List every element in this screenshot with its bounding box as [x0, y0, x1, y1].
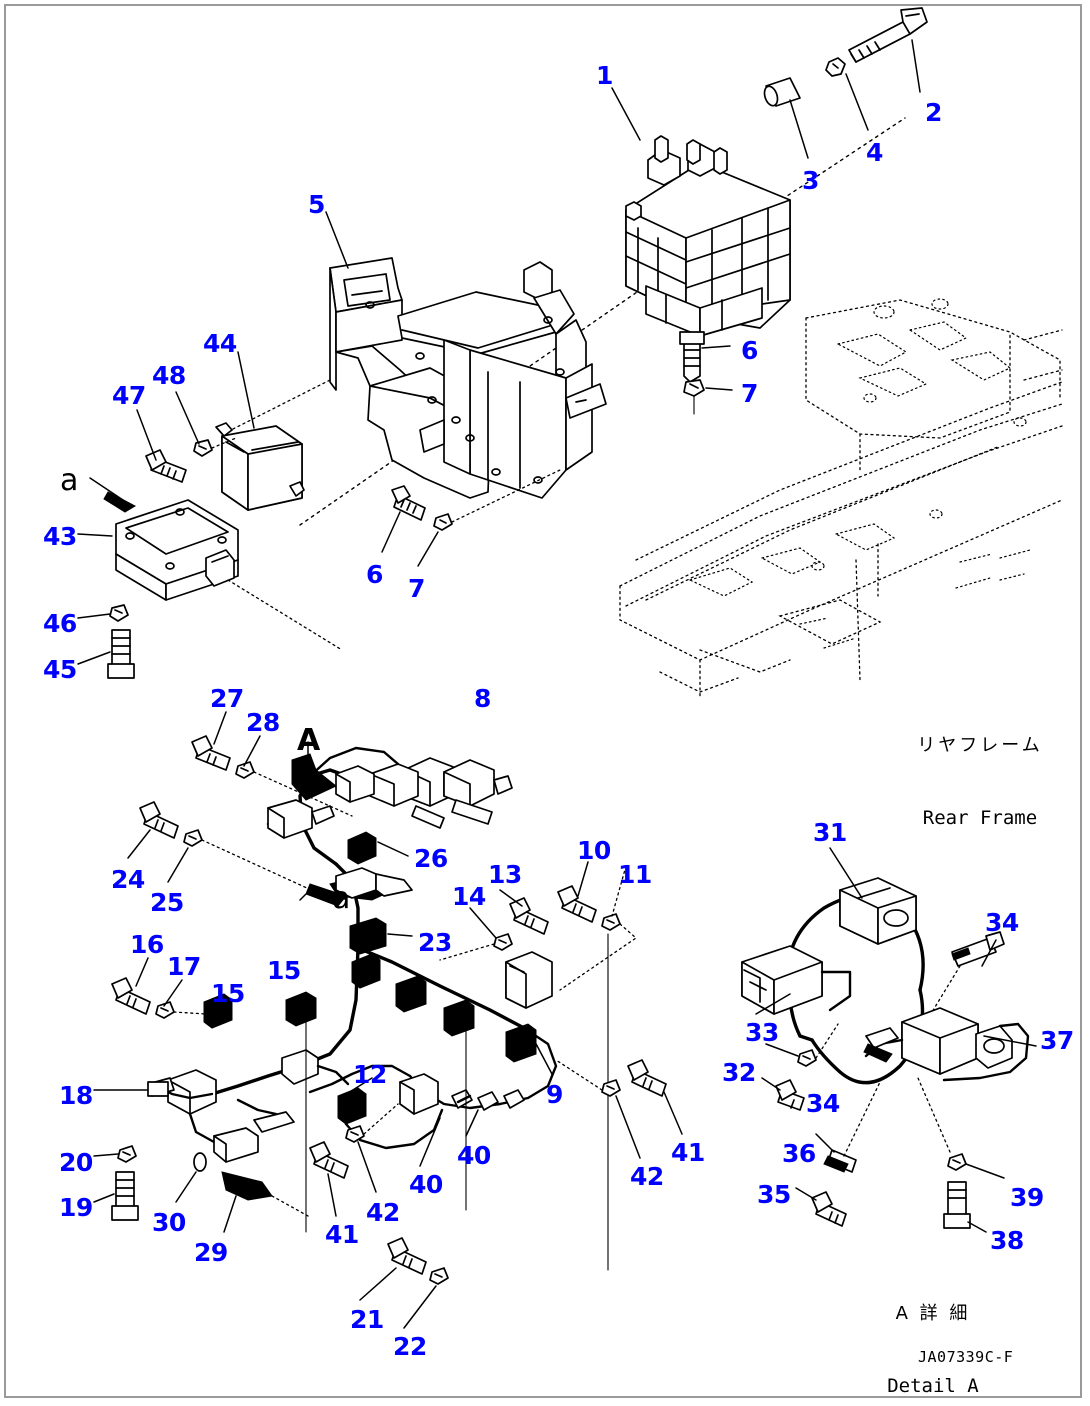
callout-42a: 42 — [366, 1198, 400, 1227]
callout-15b: 15 — [211, 979, 245, 1008]
callout-22: 22 — [393, 1332, 427, 1361]
drawing-number: JA07339C-F — [918, 1348, 1014, 1366]
fastener-30-group — [175, 1152, 207, 1203]
callout-41b: 41 — [671, 1138, 705, 1167]
fastener-18-group — [93, 1081, 169, 1097]
callout-34b: 34 — [806, 1089, 840, 1118]
valve-body-1 — [625, 135, 791, 337]
fastener-16-17 — [111, 957, 207, 1019]
callout-40b: 40 — [457, 1141, 491, 1170]
callout-15a: 15 — [267, 956, 301, 985]
washer-46-group — [77, 604, 129, 622]
callout-26: 26 — [414, 844, 448, 873]
callout-6a: 6 — [741, 336, 758, 365]
fastener-24-25 — [127, 801, 321, 895]
callout-5: 5 — [308, 190, 325, 219]
callout-45: 45 — [43, 655, 77, 684]
callout-30: 30 — [152, 1208, 186, 1237]
callout-7b: 7 — [408, 574, 425, 603]
callout-7a: 7 — [741, 379, 758, 408]
callout-10: 10 — [577, 836, 611, 865]
callout-28: 28 — [246, 708, 280, 737]
callout-6b: 6 — [366, 560, 383, 589]
callout-48: 48 — [152, 361, 186, 390]
fastener-20-19 — [93, 1145, 139, 1221]
bolt-47-group — [136, 409, 187, 483]
callout-29: 29 — [194, 1238, 228, 1267]
washer-48-group — [175, 391, 237, 457]
callout-34a: 34 — [985, 908, 1019, 937]
fastener-13-14-10-11 — [439, 861, 638, 991]
callout-42b: 42 — [630, 1162, 664, 1191]
note-marker-a: a — [60, 463, 79, 498]
section-marker-a-upper: A — [297, 723, 321, 758]
washer-7b-group — [417, 469, 561, 567]
detail-a-caption-jp: A 詳 細 — [895, 1303, 971, 1324]
callout-21: 21 — [350, 1305, 384, 1334]
fastener-40a-40b-leads — [419, 1109, 479, 1167]
callout-35: 35 — [757, 1180, 791, 1209]
sleeve-3 — [763, 77, 801, 107]
detail-a-caption-en: Detail A — [887, 1375, 979, 1397]
callout-32: 32 — [722, 1058, 756, 1087]
section-marker-a-lower: a — [332, 881, 351, 916]
bolt-2 — [848, 7, 928, 63]
callout-17: 17 — [167, 952, 201, 981]
rear-frame-caption: リヤフレーム Rear Frame — [890, 686, 1070, 878]
callout-1: 1 — [596, 61, 613, 90]
controller-box-43 — [77, 477, 343, 651]
bolt-6b-group — [381, 485, 426, 553]
callout-39: 39 — [1010, 1183, 1044, 1212]
callout-13: 13 — [488, 860, 522, 889]
callout-46: 46 — [43, 609, 77, 638]
callout-24: 24 — [111, 865, 145, 894]
callout-31: 31 — [813, 818, 847, 847]
callout-23: 23 — [418, 928, 452, 957]
callout-20: 20 — [59, 1148, 93, 1177]
bracket-5-group — [325, 211, 607, 499]
fastener-27-28 — [191, 711, 353, 817]
callout-36: 36 — [782, 1139, 816, 1168]
callout-4: 4 — [866, 138, 883, 167]
callout-3: 3 — [802, 166, 819, 195]
washer-7a-group — [683, 379, 733, 415]
callout-16: 16 — [130, 930, 164, 959]
bolt-6a-group — [679, 331, 731, 383]
fastener-41a-42a — [309, 1103, 399, 1217]
callout-2: 2 — [925, 98, 942, 127]
callout-37: 37 — [1040, 1026, 1074, 1055]
callout-19: 19 — [59, 1193, 93, 1222]
callout-9: 9 — [546, 1080, 563, 1109]
washer-4 — [825, 57, 846, 77]
main-harness-group — [147, 741, 609, 1271]
relay-44-group — [215, 351, 331, 511]
callout-25: 25 — [150, 888, 184, 917]
callout-38: 38 — [990, 1226, 1024, 1255]
rear-frame-caption-en: Rear Frame — [922, 807, 1038, 829]
detail-a-caption: A 詳 細 Detail A — [848, 1254, 1018, 1406]
callout-14: 14 — [452, 882, 486, 911]
callout-8: 8 — [474, 684, 491, 713]
callout-41a: 41 — [325, 1220, 359, 1249]
fastener-21-22 — [359, 1237, 449, 1329]
callout-47: 47 — [112, 381, 146, 410]
callout-33: 33 — [745, 1018, 779, 1047]
callout-44: 44 — [203, 329, 237, 358]
callout-12: 12 — [353, 1060, 387, 1089]
bolt-45-group — [77, 629, 135, 679]
callout-43: 43 — [43, 522, 77, 551]
valve-assembly-group — [299, 7, 928, 526]
callout-18: 18 — [59, 1081, 93, 1110]
callout-11: 11 — [618, 860, 652, 889]
detail-a-group — [741, 847, 1037, 1233]
callout-27: 27 — [210, 684, 244, 713]
rear-frame-caption-jp: リヤフレーム — [917, 735, 1043, 756]
clip-29-group — [221, 1171, 309, 1233]
fastener-12-leader — [339, 1077, 373, 1099]
rear-frame-phantom — [619, 298, 1063, 697]
fastener-41b-42b — [555, 1059, 683, 1159]
callout-40a: 40 — [409, 1170, 443, 1199]
